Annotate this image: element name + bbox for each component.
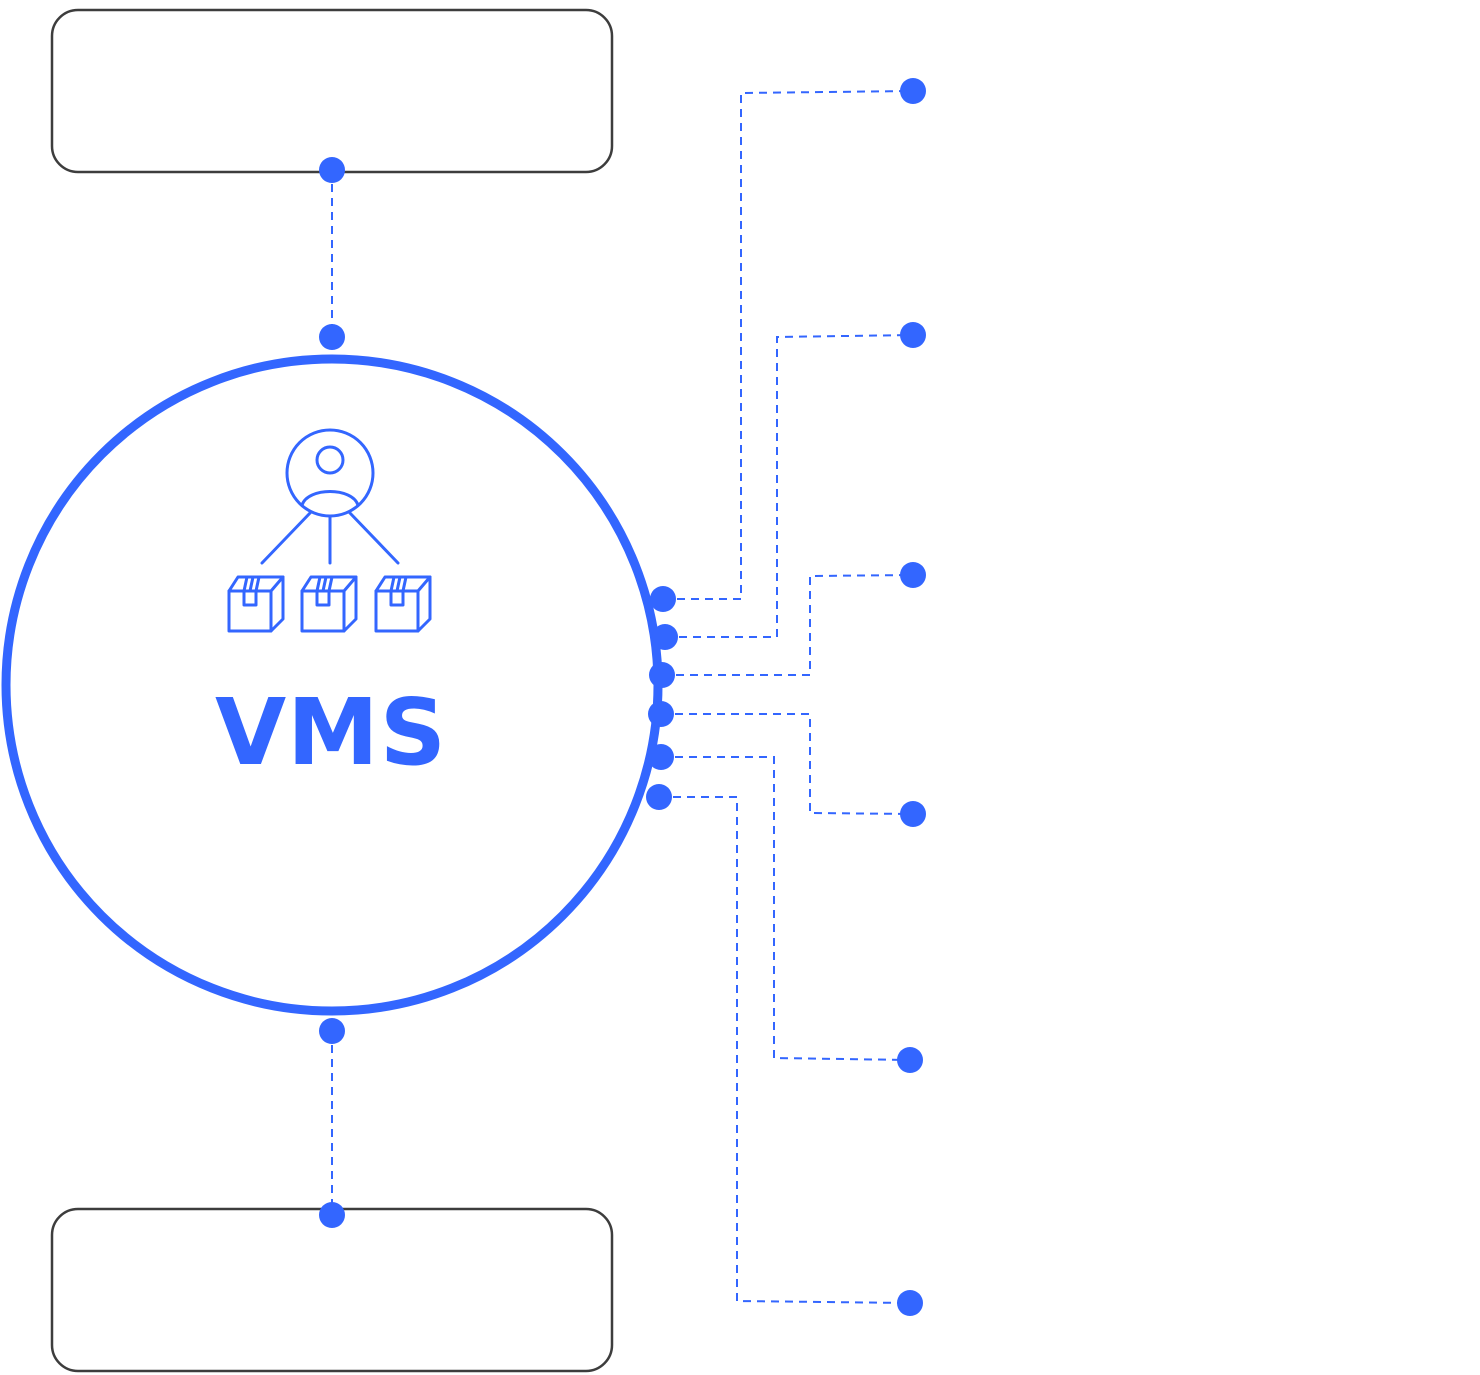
right-node-5 [897, 1047, 923, 1073]
connector-dot-top-box [319, 157, 345, 183]
connector-dot-circle-top [319, 324, 345, 350]
connector-right-4 [661, 713, 914, 815]
circle-port-dot-1 [650, 586, 676, 612]
connector-right-5 [661, 756, 911, 1061]
top-box [50, 8, 614, 174]
bottom-box [50, 1207, 614, 1373]
circle-port-dot-5 [648, 744, 674, 770]
connector-right-1 [663, 90, 914, 600]
circle-port-dot-3 [649, 662, 675, 688]
package-icon-3 [374, 575, 432, 633]
right-node-1 [900, 78, 926, 104]
connector-right-2 [665, 334, 914, 638]
connector-right-3 [662, 574, 914, 676]
user-hierarchy-boxes-icon [227, 428, 432, 633]
connector-dot-circle-bottom [319, 1018, 345, 1044]
package-icon-1 [227, 575, 285, 633]
right-node-2 [900, 322, 926, 348]
center-label: VMS [215, 679, 447, 786]
right-node-6 [897, 1290, 923, 1316]
circle-port-dot-2 [652, 624, 678, 650]
connector-right-6 [659, 796, 911, 1304]
package-icon-2 [300, 575, 358, 633]
circle-port-dot-4 [648, 701, 674, 727]
right-node-3 [900, 562, 926, 588]
circle-port-dot-6 [646, 784, 672, 810]
connector-dot-bottom-box [319, 1202, 345, 1228]
right-node-4 [900, 801, 926, 827]
